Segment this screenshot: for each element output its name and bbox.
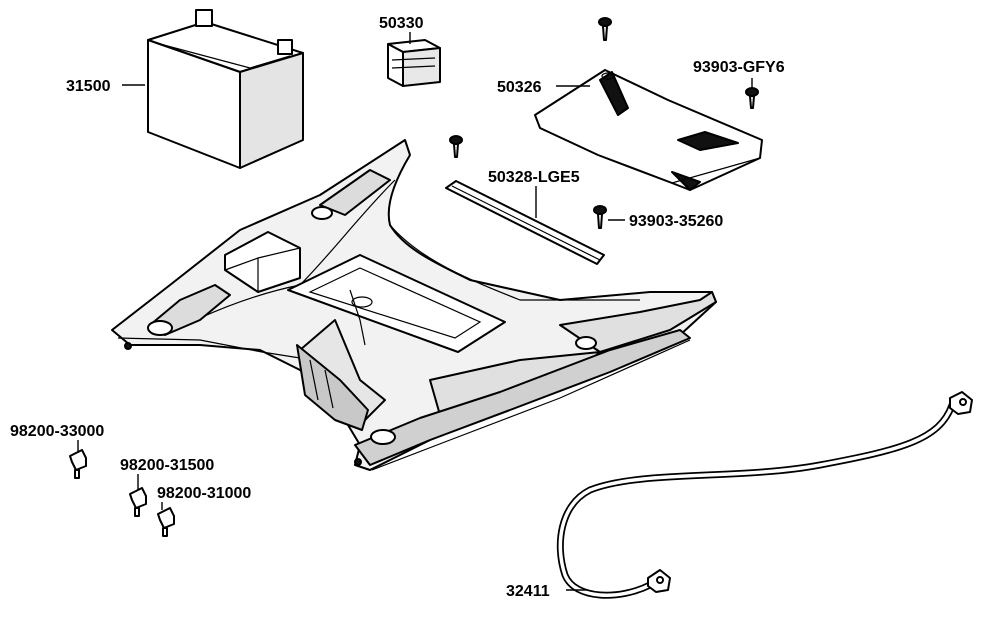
label-battery-cover: 50326 [497,79,542,96]
leader-lines [77,32,753,591]
battery [147,9,304,169]
label-fuse-15a: 98200-31500 [120,457,214,474]
battery-strap [445,180,605,265]
label-fuse-10a: 98200-31000 [157,485,251,502]
label-tapping-screw: 93903-35260 [629,213,723,230]
earth-cable [556,391,973,599]
fuse-30a [69,449,87,479]
battery-cover [534,69,763,191]
screw-gfy6 [745,87,759,109]
battery-pad [387,39,441,87]
label-battery-strap: 50328-LGE5 [488,169,580,186]
label-earth-cable: 32411 [506,583,550,600]
label-battery: 31500 [66,78,111,95]
label-cover-screw: 93903-GFY6 [693,59,785,76]
screw-35260 [593,205,607,229]
label-fuse-30a: 98200-33000 [10,423,104,440]
screw-top [598,17,612,41]
fuse-10a [157,507,175,537]
label-battery-pad: 50330 [379,15,424,32]
screw-middle [449,135,463,158]
fuse-15a [129,487,147,517]
floor-panel [111,139,717,471]
